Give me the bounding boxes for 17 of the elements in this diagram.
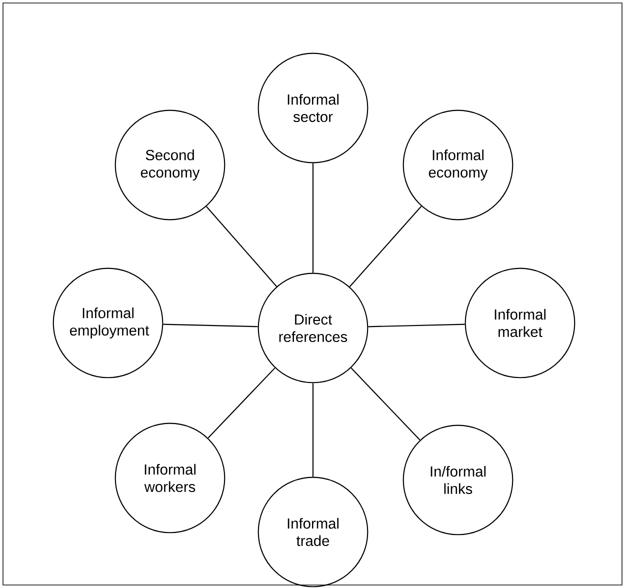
circle-node: Second economy xyxy=(114,110,226,220)
connector-line xyxy=(206,206,277,287)
circle-node: Informal sector xyxy=(258,52,368,164)
connector-line xyxy=(368,324,465,328)
circle-node: In/formal links xyxy=(402,424,514,536)
connector-line xyxy=(163,324,258,328)
circle-node: Informal economy xyxy=(402,110,514,220)
circle-node: Informal workers xyxy=(114,422,226,534)
connector-line xyxy=(349,206,422,288)
circle-node: Informal employment xyxy=(52,268,164,378)
connector-line xyxy=(208,368,276,438)
connector-line xyxy=(350,368,420,440)
circle-node: Informal trade xyxy=(258,476,368,588)
circle-node: Informal market xyxy=(464,268,576,378)
circle-node: Direct references xyxy=(258,272,368,384)
connector-line xyxy=(312,383,314,477)
connector-line xyxy=(312,163,314,273)
